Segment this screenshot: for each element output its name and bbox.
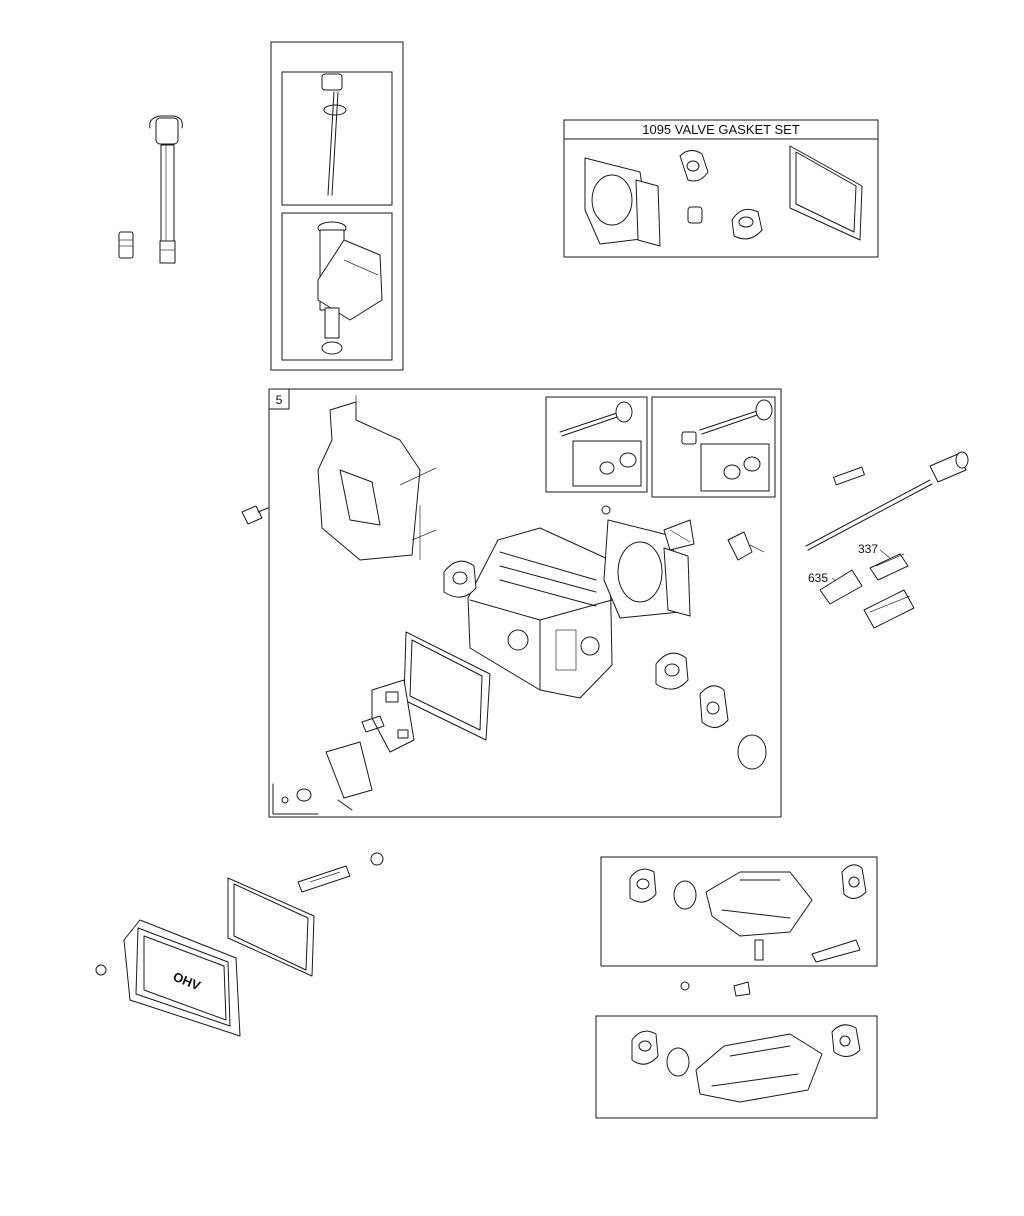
dipstick-tube-assembly: [118, 115, 183, 264]
cylinder-head-box: 5: [268, 388, 782, 818]
callout-337: 337: [858, 542, 878, 556]
breather-kit-box: [270, 41, 404, 371]
spark-plug: 337: [858, 542, 909, 581]
manifold-screw: [733, 981, 751, 997]
valve-gasket-set-box: 1095 VALVE GASKET SET: [563, 119, 879, 258]
spark-plug-boot: 635: [808, 569, 915, 629]
intake-manifold-box-lower: [595, 1015, 878, 1119]
callout-635: 635: [808, 571, 828, 585]
push-rod-assembly: [805, 451, 969, 551]
cylinder-head-box-label: 5: [276, 393, 283, 407]
head-bolt: [241, 505, 269, 525]
intake-manifold-box-upper: [600, 856, 878, 967]
valve-cover-assembly: OHV: [95, 852, 384, 1037]
valve-gasket-set-title: 1095 VALVE GASKET SET: [642, 122, 800, 137]
manifold-nut: [680, 981, 690, 991]
